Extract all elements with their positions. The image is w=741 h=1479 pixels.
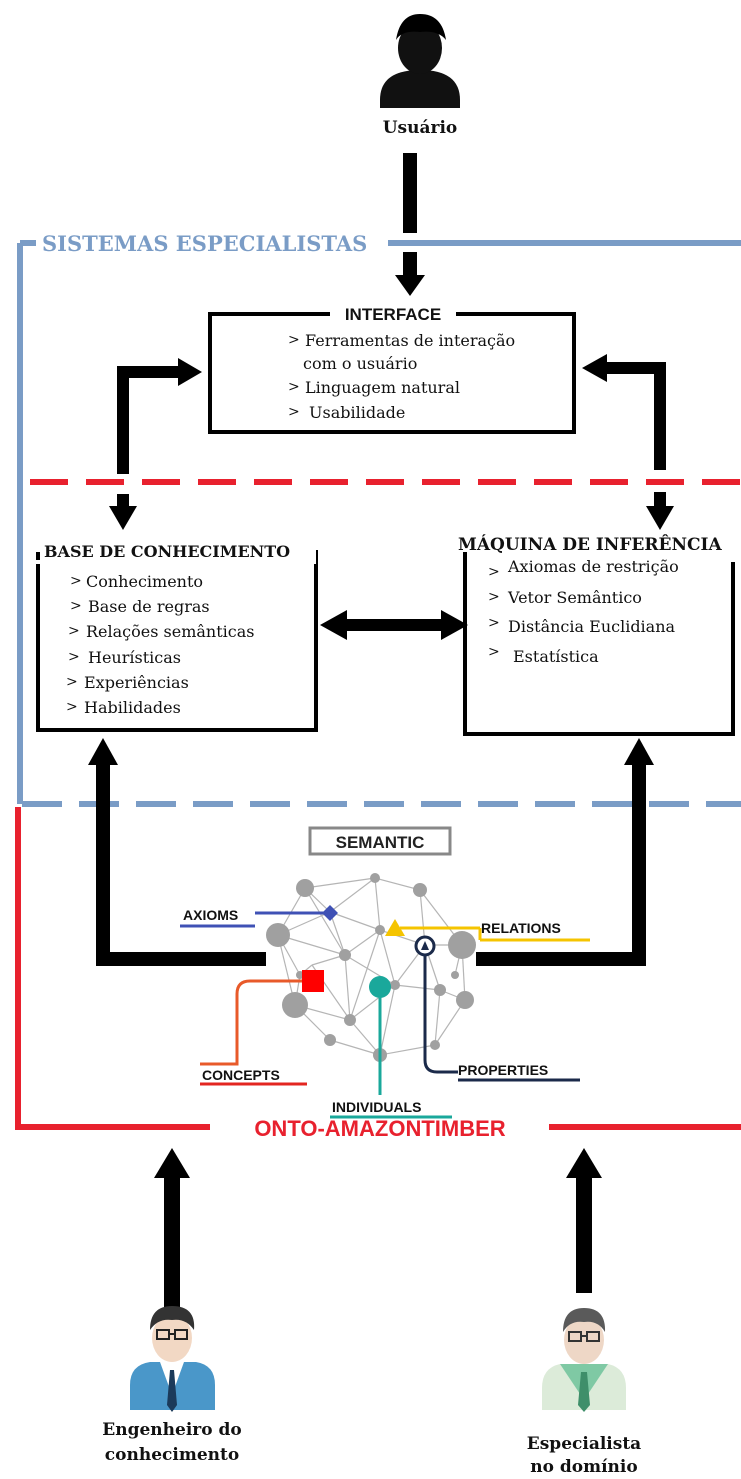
expert-to-ontology-arrow — [566, 1148, 602, 1293]
individuals-tag — [330, 976, 452, 1119]
semantic-label-box — [308, 826, 452, 856]
individuals-label: INDIVIDUALS — [332, 1099, 421, 1115]
ontology-inference-arrow — [476, 738, 654, 966]
user-to-interface-arrow — [395, 153, 425, 296]
bullet-marker: > — [70, 598, 82, 614]
kb-item: Habilidades — [84, 698, 181, 717]
concepts-tag — [200, 970, 324, 1086]
expert-avatar-icon — [542, 1308, 626, 1412]
knowledge-base-items: > Conhecimento > Base de regras > Relaçõ… — [66, 572, 254, 717]
inference-engine-title: MÁQUINA DE INFERÊNCIA — [458, 534, 722, 555]
ontology-kb-arrow — [88, 738, 266, 966]
inference-item: Estatística — [513, 647, 599, 666]
inference-engine-box — [458, 532, 741, 736]
expert-label-line2: no domínio — [530, 1457, 637, 1477]
properties-tag — [414, 935, 580, 1082]
bullet-marker: > — [66, 674, 78, 690]
kb-item: Conhecimento — [86, 572, 203, 591]
expert-label-line1: Especialista — [527, 1434, 641, 1454]
bullet-marker: > — [68, 649, 80, 665]
semantic-label: SEMANTIC — [336, 833, 425, 852]
bullet-marker: > — [70, 573, 82, 589]
bullet-marker: > — [488, 644, 500, 660]
interface-items: > Ferramentas de interação com o usuário… — [288, 331, 515, 422]
interface-item: Linguagem natural — [305, 378, 460, 397]
interface-item: Usabilidade — [309, 403, 405, 422]
inference-item: Axiomas de restrição — [507, 557, 679, 576]
bullet-marker: > — [288, 332, 300, 348]
kb-item: Heurísticas — [88, 648, 181, 667]
knowledge-base-title: BASE DE CONHECIMENTO — [44, 542, 290, 561]
inference-engine-items: > Axiomas de restrição > Vetor Semântico… — [488, 557, 679, 666]
interface-inference-arrow — [582, 354, 674, 530]
bullet-marker: > — [288, 404, 300, 420]
axioms-label: AXIOMS — [183, 907, 238, 923]
interface-title: INTERFACE — [345, 305, 441, 324]
bullet-marker: > — [488, 589, 500, 605]
bullet-marker: > — [288, 379, 300, 395]
axioms-tag — [180, 905, 338, 928]
interface-item: com o usuário — [303, 354, 417, 373]
kb-item: Relações semânticas — [86, 622, 254, 641]
concepts-label: CONCEPTS — [202, 1067, 280, 1083]
relations-tag — [385, 919, 590, 942]
semantic-network-graphic — [266, 873, 476, 1062]
engineer-avatar-icon — [130, 1306, 215, 1412]
relations-label: RELATIONS — [481, 920, 561, 936]
expert-systems-frame — [17, 240, 741, 804]
kb-item: Base de regras — [88, 597, 210, 616]
bullet-marker: > — [66, 699, 78, 715]
engineer-label-line1: Engenheiro do — [102, 1420, 241, 1440]
engineer-to-ontology-arrow — [154, 1148, 190, 1315]
user-label: Usuário — [383, 118, 458, 138]
inference-item: Vetor Semântico — [507, 588, 642, 607]
kb-item: Experiências — [84, 673, 189, 692]
kb-inference-arrow — [320, 610, 468, 640]
ontology-frame — [15, 807, 741, 1130]
engineer-label-line2: conhecimento — [105, 1445, 239, 1465]
bullet-marker: > — [68, 623, 80, 639]
properties-label: PROPERTIES — [458, 1062, 548, 1078]
expert-systems-title: SISTEMAS ESPECIALISTAS — [42, 231, 367, 256]
user-avatar-icon — [380, 14, 460, 108]
knowledge-base-box — [30, 538, 318, 732]
interface-box — [208, 303, 576, 434]
ontology-title: ONTO-AMAZONTIMBER — [254, 1116, 505, 1141]
inference-item: Distância Euclidiana — [508, 617, 676, 636]
bullet-marker: > — [488, 615, 500, 631]
bullet-marker: > — [488, 564, 500, 580]
interface-kb-arrow — [109, 358, 202, 530]
interface-item: Ferramentas de interação — [305, 331, 515, 350]
